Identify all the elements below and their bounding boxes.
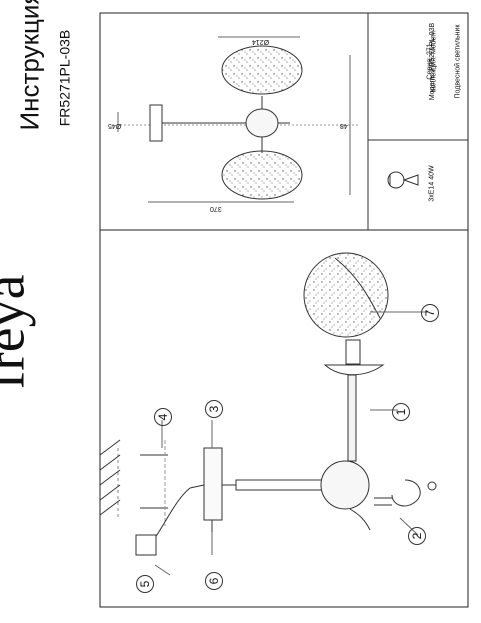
dimension-width: 370 <box>210 205 222 212</box>
dimension-diameter: Ø214 <box>252 38 270 45</box>
dimension-cup-diameter: Ø45 <box>108 122 122 129</box>
callout-1: 1 <box>392 403 410 421</box>
instruction-title: Инструкция <box>14 0 45 131</box>
spec-type: Подвесной светильник <box>454 24 462 99</box>
callout-6: 6 <box>205 572 223 590</box>
dimension-height: 48 <box>340 122 348 129</box>
top-panel-frame <box>99 12 469 608</box>
callout-3: 3 <box>205 400 223 418</box>
callout-2: 2 <box>408 527 426 545</box>
spec-table <box>367 13 468 230</box>
callout-5: 5 <box>136 575 154 593</box>
wall-hatch <box>99 439 121 516</box>
wall-bracket-assembly <box>117 252 437 576</box>
lamp-spec: 3xE14 40W <box>428 165 436 202</box>
model-number: FR5271PL-03B <box>56 29 73 127</box>
fixture-top-view <box>117 36 360 203</box>
brand-logo: freya <box>0 274 37 390</box>
callout-7: 7 <box>421 304 439 322</box>
callout-4: 4 <box>154 408 172 426</box>
spec-series: Серия: 271 <box>426 43 434 80</box>
